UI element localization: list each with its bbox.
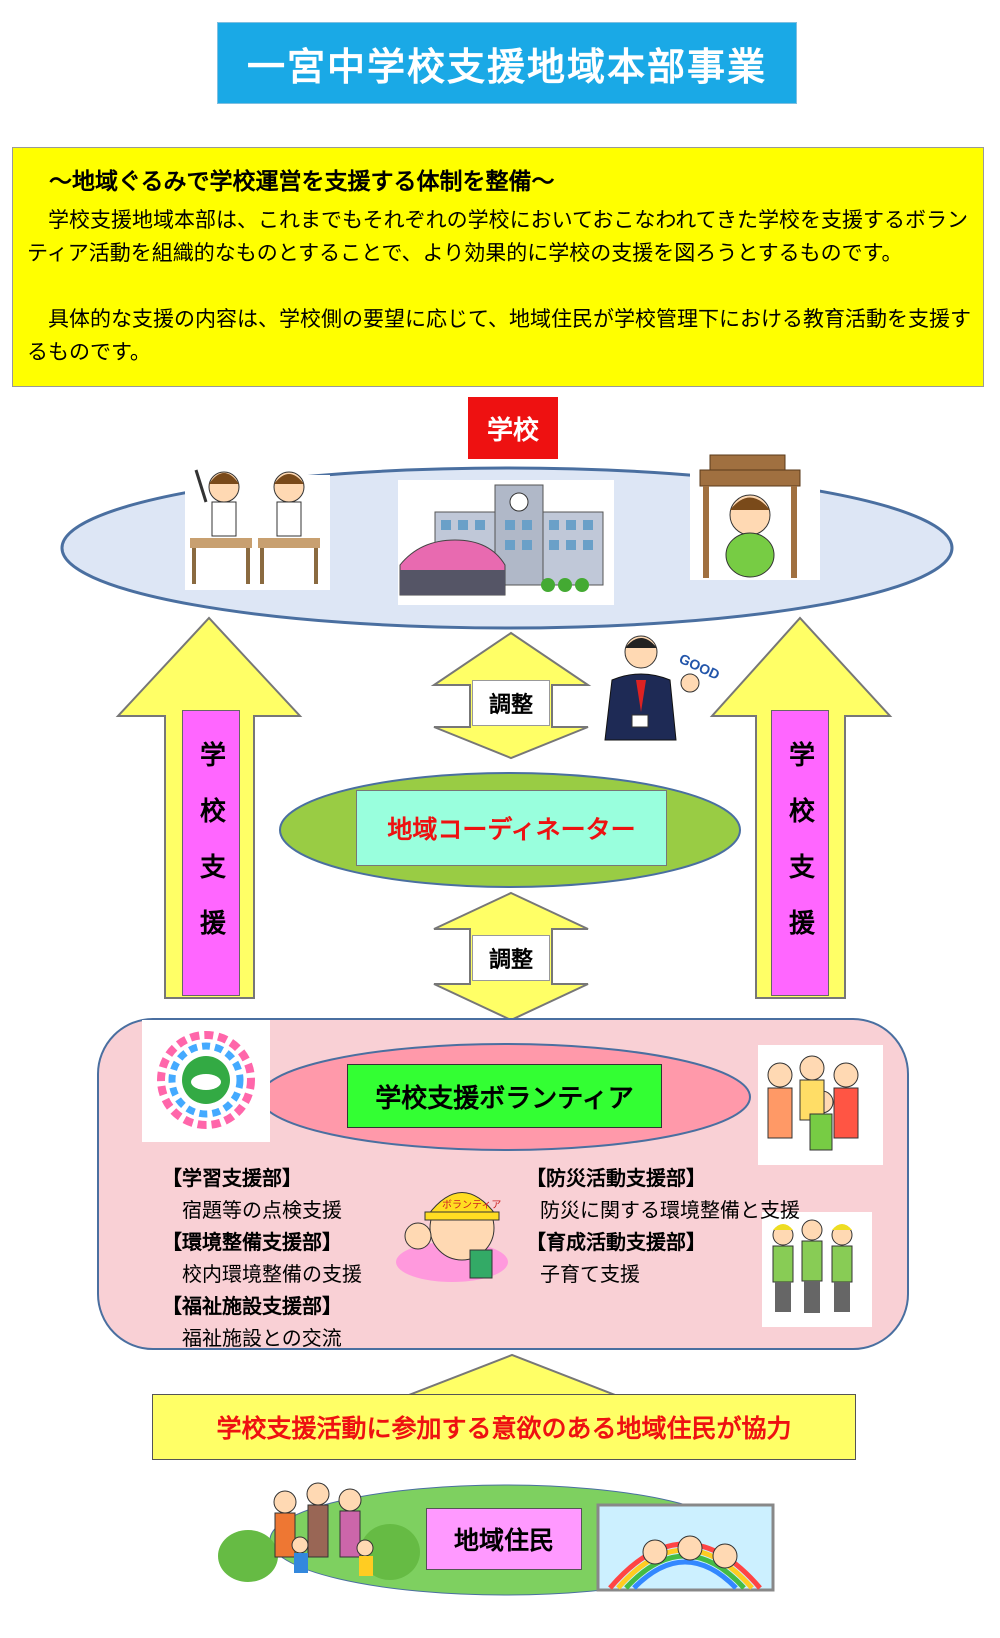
volunteer-ring-logo (142, 1020, 270, 1142)
child-under-desk-illustration (690, 440, 820, 580)
dept-desc: 福祉施設との交流 (162, 1322, 362, 1354)
dept-desc: 校内環境整備の支援 (162, 1258, 362, 1290)
dept-desc: 防災に関する環境整備と支援 (526, 1194, 800, 1226)
students-desk-illustration (185, 470, 330, 590)
dept-desc: 子育て支援 (526, 1258, 800, 1290)
dept-name: 【環境整備支援部】 (162, 1226, 362, 1258)
adjust-label-bottom: 調整 (472, 935, 550, 981)
school-support-left: 学校支援 (182, 710, 240, 996)
helmet-text: ボランティア (442, 1199, 501, 1211)
dept-name: 【育成活動支援部】 (526, 1226, 800, 1258)
departments-left: 【学習支援部】 宿題等の点検支援 【環境整備支援部】 校内環境整備の支援 【福祉… (162, 1162, 362, 1354)
rainbow-window-illustration (598, 1505, 773, 1590)
dept-name: 【福祉施設支援部】 (162, 1290, 362, 1322)
dept-name: 【学習支援部】 (162, 1162, 362, 1194)
departments-right: 【防災活動支援部】 防災に関する環境整備と支援 【育成活動支援部】 子育て支援 (526, 1162, 800, 1290)
residents-label: 地域住民 (426, 1508, 582, 1570)
school-label: 学校 (468, 397, 558, 459)
volunteer-group-illustration (758, 1045, 883, 1165)
residents-banner: 学校支援活動に参加する意欲のある地域住民が協力 (152, 1394, 856, 1460)
volunteer-label: 学校支援ボランティア (347, 1064, 662, 1128)
school-building-illustration (398, 480, 614, 605)
school-support-right: 学校支援 (771, 710, 829, 996)
dept-desc: 宿題等の点検支援 (162, 1194, 362, 1226)
coordinator-label: 地域コーディネーター (356, 790, 667, 866)
dept-name: 【防災活動支援部】 (526, 1162, 800, 1194)
adjust-label-top: 調整 (472, 680, 550, 726)
